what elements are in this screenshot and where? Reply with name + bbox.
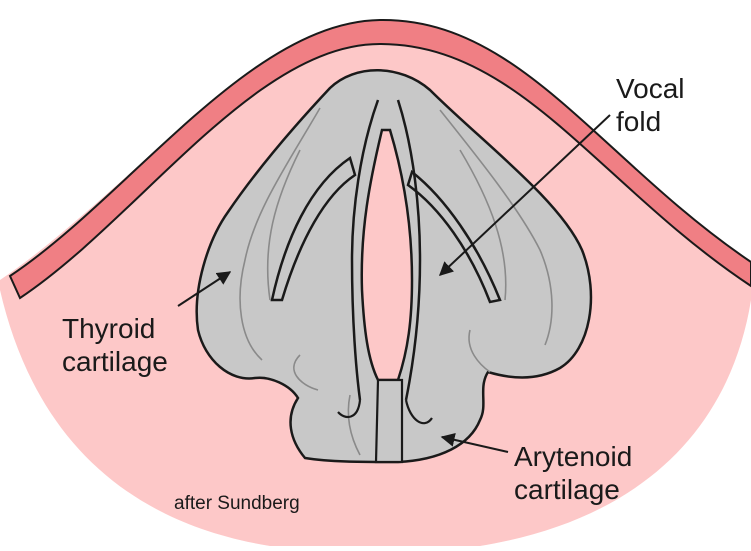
arytenoid-label-line2: cartilage	[514, 473, 632, 506]
thyroid-label-line2: cartilage	[62, 345, 168, 378]
arytenoid-cartilage-label: Arytenoid cartilage	[514, 440, 632, 506]
vocal-fold-label-line2: fold	[616, 105, 685, 138]
thyroid-cartilage-label: Thyroid cartilage	[62, 312, 168, 378]
arytenoid-region	[376, 380, 402, 462]
vocal-fold-label-line1: Vocal	[616, 72, 685, 105]
credit-label: after Sundberg	[174, 493, 300, 515]
thyroid-label-line1: Thyroid	[62, 312, 168, 345]
vocal-fold-label: Vocal fold	[616, 72, 685, 138]
arytenoid-label-line1: Arytenoid	[514, 440, 632, 473]
